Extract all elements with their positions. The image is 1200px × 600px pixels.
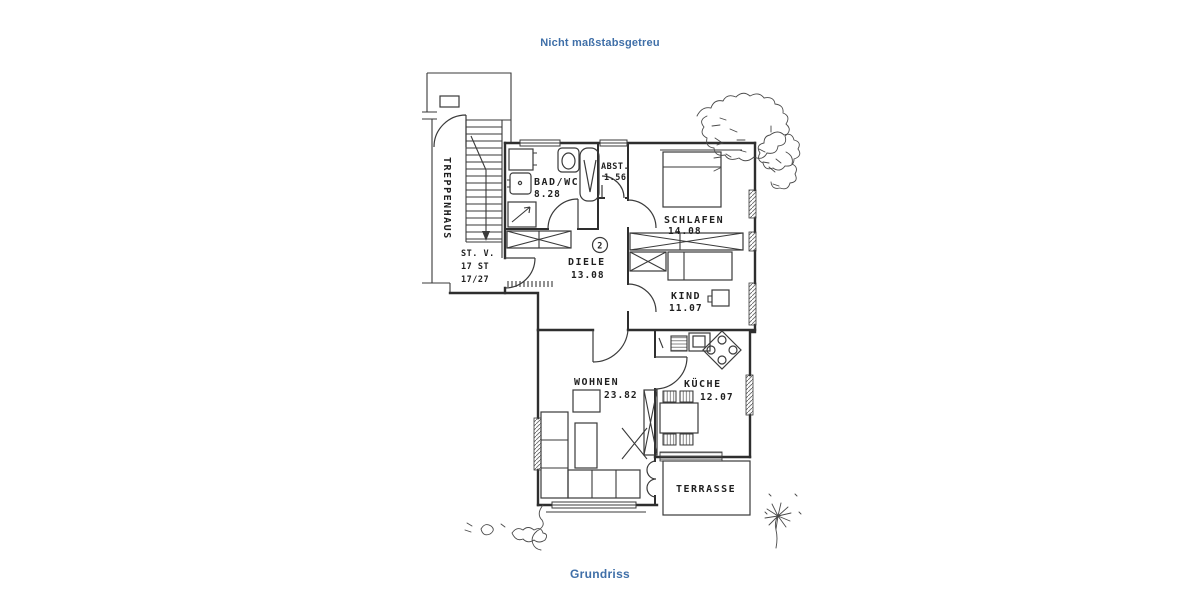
tree-sketch-top xyxy=(696,92,790,162)
unit-number: 2 xyxy=(597,242,603,252)
room-label-wohnen: WOHNEN xyxy=(574,377,619,388)
room-area-schlafen: 14.08 xyxy=(668,226,702,237)
windows xyxy=(519,139,757,513)
stove xyxy=(702,330,742,370)
room-area-kueche: 12.07 xyxy=(700,392,734,403)
table xyxy=(572,389,601,413)
room-diele: 2 DIELE 13.08 xyxy=(504,230,609,289)
kitchen-sink xyxy=(688,332,711,352)
room-area-bad: 8.28 xyxy=(534,189,561,200)
room-label-bad: BAD/WC xyxy=(534,177,579,188)
wohnen-door xyxy=(592,329,629,363)
stairwell-window xyxy=(439,95,460,108)
terrasse: TERRASSE xyxy=(659,451,751,516)
sink xyxy=(508,148,534,171)
bed xyxy=(662,151,722,208)
stairs-arrow-icon xyxy=(482,231,490,241)
kind-door xyxy=(627,283,657,313)
sofa xyxy=(540,411,641,499)
room-area-wohnen: 23.82 xyxy=(604,390,638,401)
room-area-kind: 11.07 xyxy=(669,303,703,314)
abst-door xyxy=(601,175,625,199)
room-area-abst: 1.56 xyxy=(604,173,626,183)
room-label-schlafen: SCHLAFEN xyxy=(664,215,724,226)
room-abst: ABST. 1.56 xyxy=(601,162,629,199)
room-schlafen: SCHLAFEN 14.08 xyxy=(627,151,744,251)
room-label-diele: DIELE xyxy=(568,257,606,268)
room-label-terrasse: TERRASSE xyxy=(676,484,736,495)
dining-set xyxy=(659,390,699,446)
tree-sketch-terrace xyxy=(774,515,779,549)
door-clearance-mark xyxy=(621,427,648,460)
room-kind: KIND 11.07 xyxy=(627,251,733,314)
walls xyxy=(448,141,757,507)
nightstand xyxy=(711,289,730,307)
room-label-abst: ABST. xyxy=(601,162,629,172)
shrub-sketch-bottom xyxy=(480,524,494,536)
threshold-ticks xyxy=(507,281,553,287)
apartment-entrance-door xyxy=(504,257,536,289)
stairs-note-3: 17/27 xyxy=(461,275,489,285)
bad-door xyxy=(547,198,579,230)
stairs-direction-line xyxy=(470,135,487,233)
wardrobe xyxy=(629,232,744,251)
washbasin xyxy=(509,172,532,195)
room-bad: BAD/WC 8.28 xyxy=(507,147,600,230)
terrace-double-door xyxy=(646,460,657,498)
kitchen-appliance xyxy=(670,335,688,352)
terrace-threshold xyxy=(659,451,723,462)
cabinet xyxy=(643,389,658,456)
room-area-diele: 13.08 xyxy=(571,270,605,281)
wardrobe xyxy=(506,230,572,249)
shower xyxy=(507,201,537,228)
building-entrance-door xyxy=(433,114,467,148)
kueche-door xyxy=(654,356,688,390)
unit-number-badge xyxy=(591,236,609,254)
stairwell: TREPPENHAUS ST. V. 17 ST 17/27 xyxy=(422,72,512,293)
stairwell-label: TREPPENHAUS xyxy=(441,157,452,240)
scale-note: Nicht maßstabsgetreu xyxy=(540,37,660,49)
room-label-kind: KIND xyxy=(671,291,701,302)
room-wohnen: WOHNEN 23.82 xyxy=(540,329,658,499)
schlafen-door xyxy=(627,199,657,229)
stairs xyxy=(465,119,511,258)
kind-bed xyxy=(667,251,733,281)
vegetation xyxy=(464,92,802,551)
room-label-kueche: KÜCHE xyxy=(684,376,722,390)
wardrobe xyxy=(629,251,667,272)
toilet xyxy=(557,147,580,173)
stairs-note-1: ST. V. xyxy=(461,249,495,259)
coffee-table xyxy=(574,422,598,469)
terrace-outline xyxy=(662,460,751,516)
room-kueche: KÜCHE 12.07 xyxy=(654,330,742,446)
stairs-note-2: 17 ST xyxy=(461,262,489,272)
caption: Grundriss xyxy=(569,567,631,581)
bathtub xyxy=(579,147,600,202)
